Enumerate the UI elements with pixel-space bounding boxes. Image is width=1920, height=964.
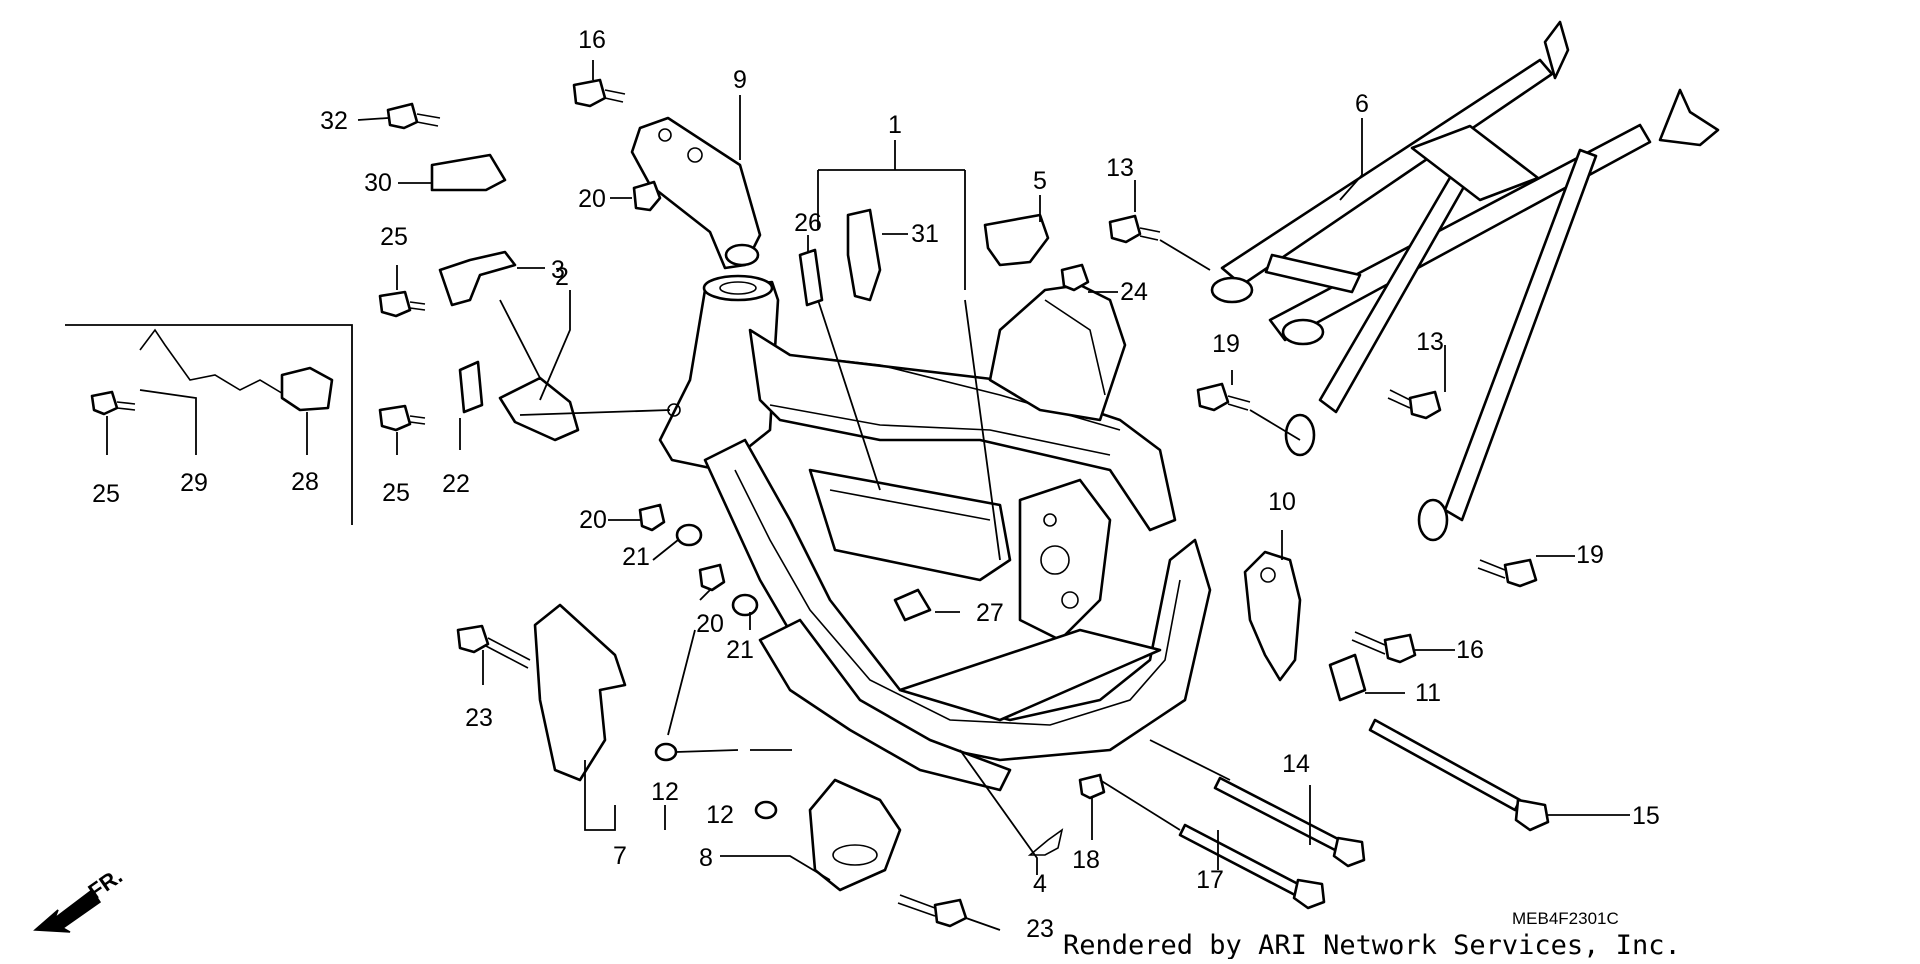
washer-12-a	[654, 742, 678, 762]
front-arrow-icon	[33, 888, 102, 933]
callout-7: 7	[613, 842, 627, 870]
callout-1: 1	[888, 111, 902, 139]
callout-25-c: 25	[92, 480, 120, 508]
callout-9: 9	[733, 66, 747, 94]
bolt-23-bottom	[933, 898, 968, 928]
callout-21-a: 21	[622, 543, 650, 571]
callout-17: 17	[1196, 866, 1224, 894]
callout-26: 26	[794, 209, 822, 237]
callout-31: 31	[911, 220, 939, 248]
washer-21-low	[731, 593, 759, 617]
holder-2	[498, 376, 580, 442]
plate-30	[430, 153, 507, 192]
bracket-9	[630, 116, 762, 270]
bolt-14	[1213, 776, 1342, 852]
clip-22	[458, 360, 484, 414]
guard-8	[808, 778, 902, 892]
bolt-25-b	[378, 404, 412, 432]
callout-labels: 1 2 3 4 5 6 7 8 9 10 11 12 12 13 13 14 1…	[92, 26, 1660, 943]
callout-13-b: 13	[1416, 328, 1444, 356]
bolt-18	[1078, 773, 1106, 800]
credit-text: Rendered by ARI Network Services, Inc.	[1063, 930, 1681, 959]
callout-6: 6	[1355, 90, 1369, 118]
clip-27	[893, 588, 932, 622]
callout-25-a: 25	[380, 223, 408, 251]
washer-12-b	[754, 800, 778, 820]
nut-20-mid	[638, 503, 666, 532]
washer-21-mid	[675, 523, 703, 547]
bolt-16-top	[572, 78, 607, 108]
callout-24: 24	[1120, 278, 1148, 306]
band-26	[798, 248, 824, 307]
callout-20-c: 20	[696, 610, 724, 638]
callout-23-a: 23	[465, 704, 493, 732]
callout-19-a: 19	[1212, 330, 1240, 358]
clamp-3	[438, 250, 517, 307]
bolt-25-c	[90, 390, 119, 416]
bolt-25-a	[378, 290, 412, 318]
callout-5: 5	[1033, 167, 1047, 195]
callout-12-b: 12	[706, 801, 734, 829]
callout-28: 28	[291, 468, 319, 496]
nut-20-low	[698, 563, 726, 592]
bolt-13-top	[1108, 214, 1142, 244]
callout-15: 15	[1632, 802, 1660, 830]
nut-20-top	[632, 180, 662, 212]
bolt-32	[386, 102, 419, 130]
callout-20-b: 20	[579, 506, 607, 534]
callout-16-b: 16	[1456, 636, 1484, 664]
drawing-code: MEB4F2301C	[1512, 909, 1619, 928]
callout-3: 3	[551, 256, 565, 284]
callout-21-b: 21	[726, 636, 754, 664]
callout-12-a: 12	[651, 778, 679, 806]
callout-22: 22	[442, 470, 470, 498]
bolt-19-right	[1503, 558, 1538, 588]
callout-14: 14	[1282, 750, 1310, 778]
callout-29: 29	[180, 469, 208, 497]
callout-25-b: 25	[382, 479, 410, 507]
callout-27: 27	[976, 599, 1004, 627]
callout-20-a: 20	[578, 185, 606, 213]
bolt-24	[1060, 263, 1090, 292]
callout-18: 18	[1072, 846, 1100, 874]
callout-13-a: 13	[1106, 154, 1134, 182]
front-direction-marker: FR.	[33, 863, 127, 933]
bolt-13-mid	[1408, 390, 1442, 420]
clamp-5	[983, 213, 1050, 267]
main-frame	[658, 274, 1212, 792]
band-31	[846, 208, 882, 302]
clip-4	[1027, 828, 1064, 856]
callout-2: 2	[555, 263, 569, 291]
callout-4: 4	[1033, 870, 1047, 898]
bolt-23-left	[456, 624, 490, 654]
callout-30: 30	[364, 169, 392, 197]
guard-7	[533, 603, 627, 782]
callout-32: 32	[320, 107, 348, 135]
rear-subframe	[1210, 20, 1720, 542]
bolt-16-right	[1383, 633, 1417, 664]
callout-8: 8	[699, 844, 713, 872]
plate-10	[1243, 550, 1302, 682]
bolt-19-left	[1196, 382, 1230, 412]
collar-11	[1328, 653, 1367, 702]
bolt-15	[1368, 718, 1522, 812]
leader-lines	[65, 60, 1630, 931]
callout-11: 11	[1415, 679, 1441, 707]
bracket-28	[280, 366, 334, 412]
guide-29	[139, 328, 286, 396]
callout-10: 10	[1268, 488, 1296, 516]
callout-23-b: 23	[1026, 915, 1054, 943]
callout-19-b: 19	[1576, 541, 1604, 569]
callout-16-a: 16	[578, 26, 606, 54]
